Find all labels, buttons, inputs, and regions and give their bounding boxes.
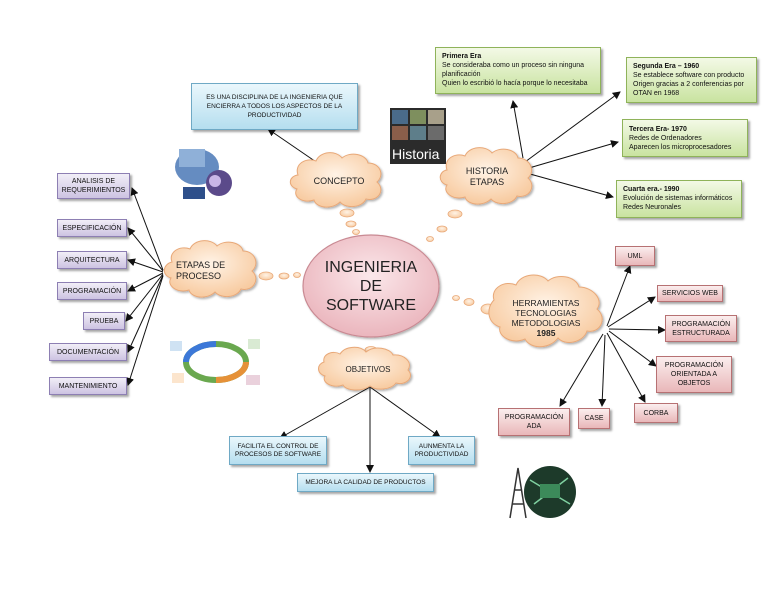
arrow-herr-case	[598, 334, 607, 407]
herramientas-label-line-2: TECNOLOGIAS	[515, 308, 577, 318]
era-line: OTAN en 1968	[633, 90, 680, 97]
arrow-herr-ada	[559, 333, 604, 407]
etapas-label-line-1: ETAPAS DE	[176, 260, 226, 270]
era-line: Redes de Ordenadores	[629, 135, 702, 142]
era-title: Segunda Era – 1960	[633, 63, 700, 70]
objetivos-cloud-label: OBJETIVOS	[345, 364, 391, 374]
arrow-herr-servicios	[607, 296, 656, 328]
etapas-cloud-label: ETAPAS DE PROCESO	[176, 256, 238, 286]
center-title-line-2: DE	[359, 277, 383, 295]
historia-cloud-label: HISTORIA ETAPAS	[446, 162, 528, 192]
etapa-documentacion-box: DOCUMENTACIÓN	[49, 343, 127, 361]
concepto-illustration-image	[175, 143, 235, 205]
historia-label-line-2: ETAPAS	[469, 177, 505, 187]
cloud-historia	[439, 147, 533, 205]
objetivo-facilita-box: FACILITA EL CONTROL DE PROCESOS DE SOFTW…	[229, 436, 327, 465]
era-line: Aparecen los microprocesadores	[629, 144, 732, 151]
center-ellipse	[302, 234, 440, 338]
cloud-herramientas	[488, 274, 603, 348]
era-box-tercera: Tercera Era- 1970 Redes de Ordenadores A…	[622, 119, 748, 157]
historia-image-caption: Historia	[392, 146, 440, 162]
herramientas-label-line-4: 1985	[536, 328, 556, 338]
era-line: Origen gracias a 2 conferencias por	[633, 81, 744, 88]
center-title-line-3: SOFTWARE	[325, 296, 417, 314]
herr-ada-box: PROGRAMACIÓN ADA	[498, 408, 570, 436]
etapa-especificacion-box: ESPECIFICACIÓN	[57, 219, 127, 237]
arrow-etapas-prueba	[125, 273, 164, 322]
arrow-historia-tercera	[528, 140, 619, 169]
cloud-shapes	[163, 147, 603, 391]
herramientas-cloud-label: HERRAMIENTAS TECNOLOGIAS METODOLOGIAS 19…	[498, 294, 594, 342]
era-line: planificación	[442, 71, 481, 78]
herr-servicios-web-box: SERVICIOS WEB	[657, 285, 723, 302]
era-line: Evolución de sistemas informáticos	[623, 195, 733, 202]
era-box-cuarta: Cuarta era.- 1990 Evolución de sistemas …	[616, 180, 742, 218]
etapa-prueba-box: PRUEBA	[83, 312, 125, 330]
arrow-herr-objetos	[608, 330, 657, 367]
arrow-herr-uml	[606, 265, 632, 327]
arrow-objetivos-facilita	[279, 386, 371, 439]
concepto-cloud-label: CONCEPTO	[313, 175, 365, 186]
historia-label-line-1: HISTORIA	[465, 166, 509, 176]
arrow-objetivos-aumenta	[369, 386, 441, 438]
arrow-etapas-analisis	[130, 187, 164, 271]
center-title: INGENIERIA DE SOFTWARE	[311, 250, 431, 322]
era-line: Se establece software con producto	[633, 72, 745, 79]
etapas-label-line-2: PROCESO	[176, 271, 222, 281]
connectors	[125, 91, 666, 473]
herramientas-tech-image	[500, 460, 580, 520]
herramientas-label-line-3: METODOLOGIAS	[511, 318, 581, 328]
etapa-analisis-box: ANALISIS DE REQUERIMIENTOS	[57, 173, 130, 199]
cloud-objetivos	[318, 346, 411, 391]
historia-illustration-image: Historia	[390, 108, 446, 164]
arrow-herr-estructurada	[608, 325, 666, 334]
arrow-historia-primera	[510, 100, 524, 159]
center-title-line-1: INGENIERIA	[324, 258, 418, 276]
herr-corba-box: CORBA	[634, 403, 678, 423]
concepto-definition-box: ES UNA DISCIPLINA DE LA INGENIERIA QUE E…	[191, 83, 358, 130]
arrow-historia-cuarta	[529, 173, 614, 199]
era-box-segunda: Segunda Era – 1960 Se establece software…	[626, 57, 757, 103]
arrow-historia-segunda	[524, 91, 621, 163]
etapa-arquitectura-box: ARQUITECTURA	[57, 251, 127, 269]
cloud-concepto	[289, 152, 382, 208]
arrow-herr-corba	[606, 332, 646, 403]
arrow-etapas-documentacion	[127, 274, 164, 353]
objetivo-mejora-box: MEJORA LA CALIDAD DE PRODUCTOS	[297, 473, 434, 492]
etapa-programacion-box: PROGRAMACIÓN	[57, 282, 127, 300]
herr-estructurada-box: PROGRAMACIÓN ESTRUCTURADA	[665, 315, 737, 342]
era-line: Se consideraba como un proceso sin ningu…	[442, 62, 585, 69]
era-box-primera: Primera Era Se consideraba como un proce…	[435, 47, 601, 94]
arrow-etapas-mantenimiento	[126, 275, 164, 386]
etapa-mantenimiento-box: MANTENIMIENTO	[49, 377, 127, 395]
era-line: Redes Neuronales	[623, 204, 681, 211]
herr-objetos-box: PROGRAMACIÓN ORIENTADA A OBJETOS	[656, 356, 732, 393]
arrow-etapas-programacion	[127, 272, 164, 292]
era-line: Quien lo escribió lo hacía porque lo nec…	[442, 80, 588, 87]
herramientas-label-line-1: HERRAMIENTAS	[512, 298, 580, 308]
objetivo-aumenta-box: AUNMENTA LA PRODUCTIVIDAD	[408, 436, 475, 465]
era-title: Primera Era	[442, 53, 482, 60]
arrow-etapas-arquitectura	[127, 258, 164, 273]
herr-uml-box: UML	[615, 246, 655, 266]
herr-case-box: CASE	[578, 408, 610, 429]
cloud-etapas	[163, 240, 257, 298]
arrow-etapas-especificacion	[127, 227, 164, 272]
era-title: Tercera Era- 1970	[629, 126, 687, 133]
era-title: Cuarta era.- 1990	[623, 186, 680, 193]
etapas-cycle-image	[170, 333, 262, 390]
